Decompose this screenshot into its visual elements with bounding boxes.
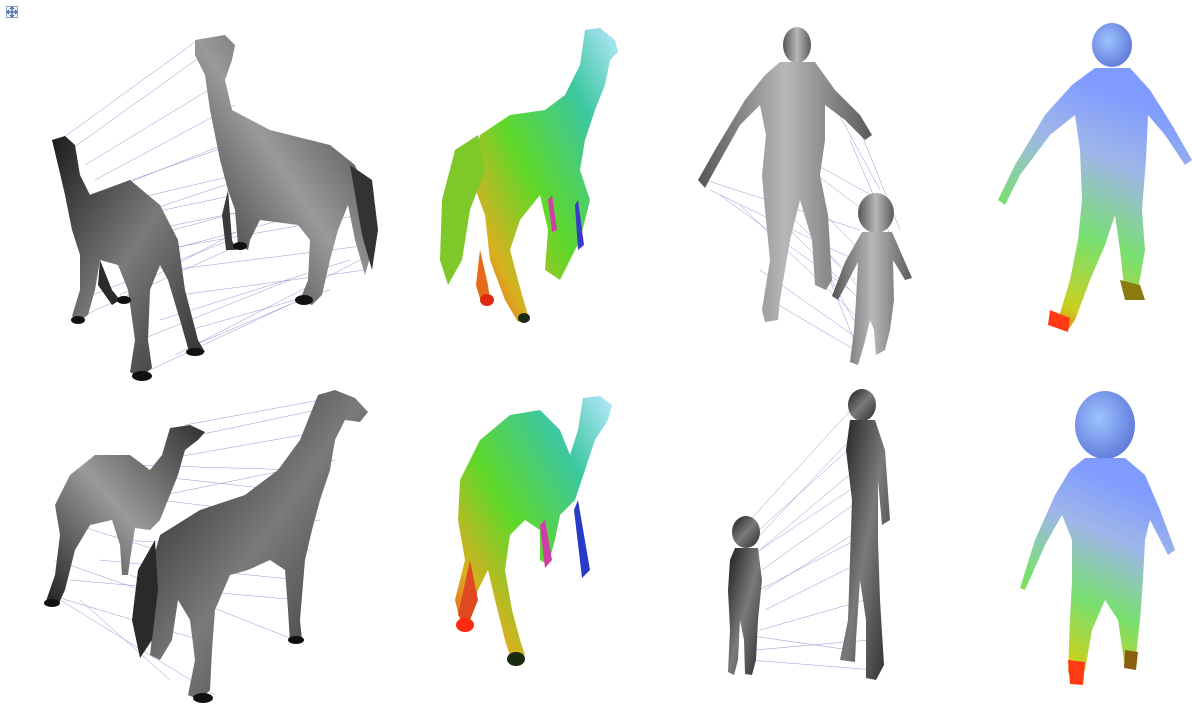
panel-r2c3-correspondence: [728, 389, 890, 680]
baby-mesh: [832, 193, 912, 365]
panel-r1c1-correspondence: [52, 35, 378, 381]
baby-mesh: [728, 516, 762, 675]
man-mesh: [840, 389, 890, 680]
panel-r2c1-correspondence: [44, 390, 368, 703]
panel-r2c4-colored-person: [1020, 391, 1175, 685]
panel-r1c4-colored-person: [998, 23, 1192, 332]
camel-mesh: [52, 136, 205, 381]
panel-r1c3-correspondence: [698, 27, 912, 365]
horse-mesh: [195, 35, 378, 305]
panel-r1c2-colored-horse: [440, 28, 618, 323]
panel-r2c2-colored-camel: [455, 396, 612, 666]
